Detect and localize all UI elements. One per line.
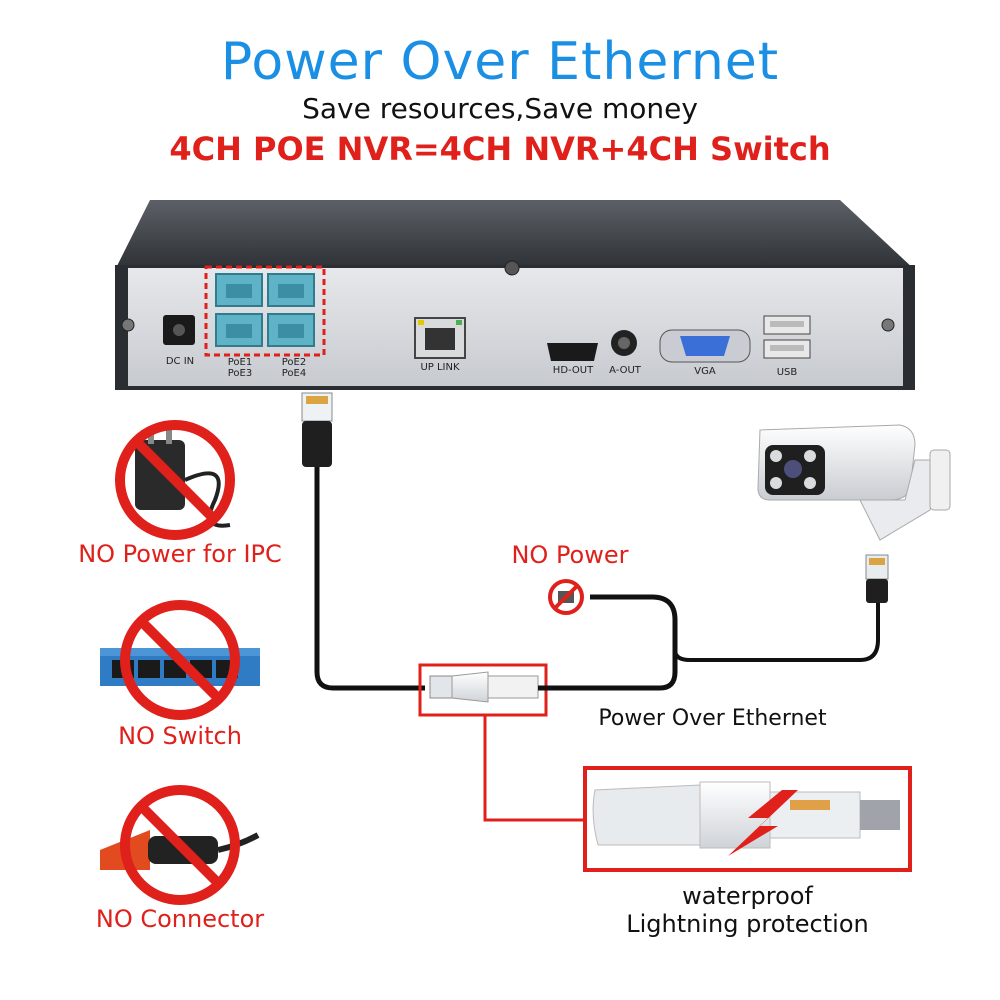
poe-highlight-box bbox=[204, 265, 326, 357]
uplink-label: UP LINK bbox=[420, 362, 460, 373]
waterproof-label: waterproof bbox=[682, 882, 813, 910]
poe3-label: PoE3 bbox=[227, 368, 253, 379]
page-subtitle: Save resources,Save money bbox=[302, 92, 698, 125]
hdmi-port bbox=[547, 343, 598, 361]
no-power-label: NO Power bbox=[511, 541, 629, 569]
poe-label: Power Over Ethernet bbox=[598, 706, 827, 731]
headline: 4CH POE NVR=4CH NVR+4CH Switch bbox=[169, 130, 831, 168]
usb-label: USB bbox=[776, 367, 798, 378]
cable-camera bbox=[673, 600, 880, 662]
cable-camera-side bbox=[538, 594, 678, 691]
connector-closeup bbox=[592, 781, 900, 856]
hdout-label: HD-OUT bbox=[552, 365, 594, 376]
prohibit-icon bbox=[120, 600, 240, 720]
page-title: Power Over Ethernet bbox=[220, 32, 780, 92]
rj45-plug-nvr bbox=[301, 392, 333, 467]
poe1-label: PoE1 bbox=[227, 357, 253, 368]
ip-camera bbox=[757, 424, 951, 541]
no-connector-graphic bbox=[100, 785, 260, 905]
aout-label: A-OUT bbox=[609, 365, 641, 376]
no-power-sign-small bbox=[548, 579, 584, 615]
poe-ports bbox=[215, 273, 315, 347]
poe2-label: PoE2 bbox=[281, 357, 307, 368]
vga-label: VGA bbox=[694, 366, 716, 377]
cable-connector bbox=[429, 671, 539, 703]
no-switch-graphic bbox=[100, 600, 260, 720]
poe4-label: PoE4 bbox=[281, 368, 307, 379]
detail-leader-line bbox=[483, 715, 585, 822]
nvr-top bbox=[115, 200, 915, 270]
no-switch-label: NO Switch bbox=[118, 722, 242, 750]
rj45-plug-camera bbox=[865, 554, 889, 603]
prohibit-icon bbox=[115, 420, 235, 540]
prohibit-icon bbox=[120, 785, 240, 905]
dc-in-label: DC IN bbox=[165, 356, 195, 367]
no-power-adapter-graphic bbox=[115, 420, 235, 540]
no-power-ipc-label: NO Power for IPC bbox=[78, 540, 282, 568]
no-connector-label: NO Connector bbox=[95, 905, 265, 933]
lightning-bolt-icon bbox=[728, 790, 798, 856]
lightning-protection-label: Lightning protection bbox=[626, 910, 869, 938]
cable-nvr bbox=[314, 467, 425, 691]
nvr-device bbox=[115, 200, 915, 390]
